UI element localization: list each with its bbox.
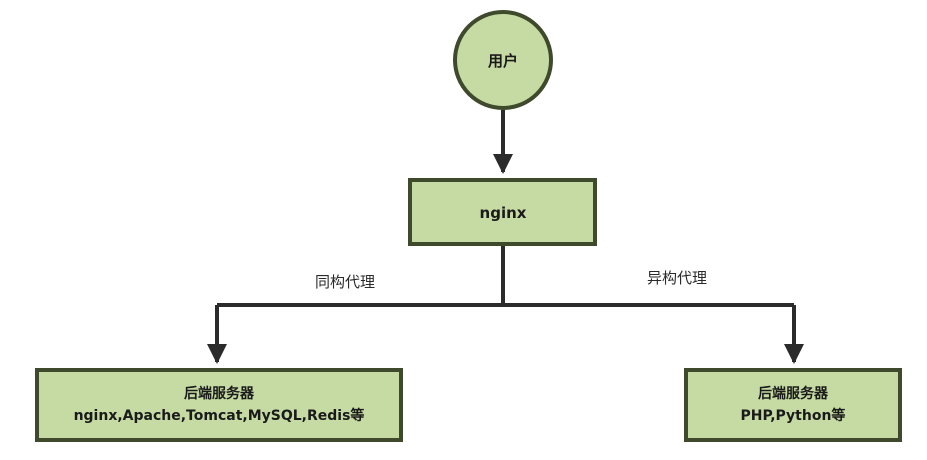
homogeneous-proxy-label: 同构代理 (315, 273, 375, 291)
heterogeneous-proxy-label: 异构代理 (647, 269, 707, 287)
backend-homogeneous-detail: nginx,Apache,Tomcat,MySQL,Redis等 (74, 407, 365, 424)
backend-homogeneous-node: 后端服务器 nginx,Apache,Tomcat,MySQL,Redis等 (35, 368, 403, 442)
backend-heterogeneous-title: 后端服务器 (758, 385, 829, 402)
nginx-node: nginx (408, 178, 597, 246)
backend-heterogeneous-node: 后端服务器 PHP,Python等 (684, 368, 902, 442)
user-node: 用户 (453, 10, 553, 110)
user-node-label: 用户 (488, 52, 518, 70)
connector-nginx-to-backends (207, 246, 804, 364)
nginx-node-label: nginx (480, 204, 527, 222)
backend-homogeneous-title: 后端服务器 (184, 385, 255, 402)
backend-heterogeneous-detail: PHP,Python等 (741, 407, 846, 424)
